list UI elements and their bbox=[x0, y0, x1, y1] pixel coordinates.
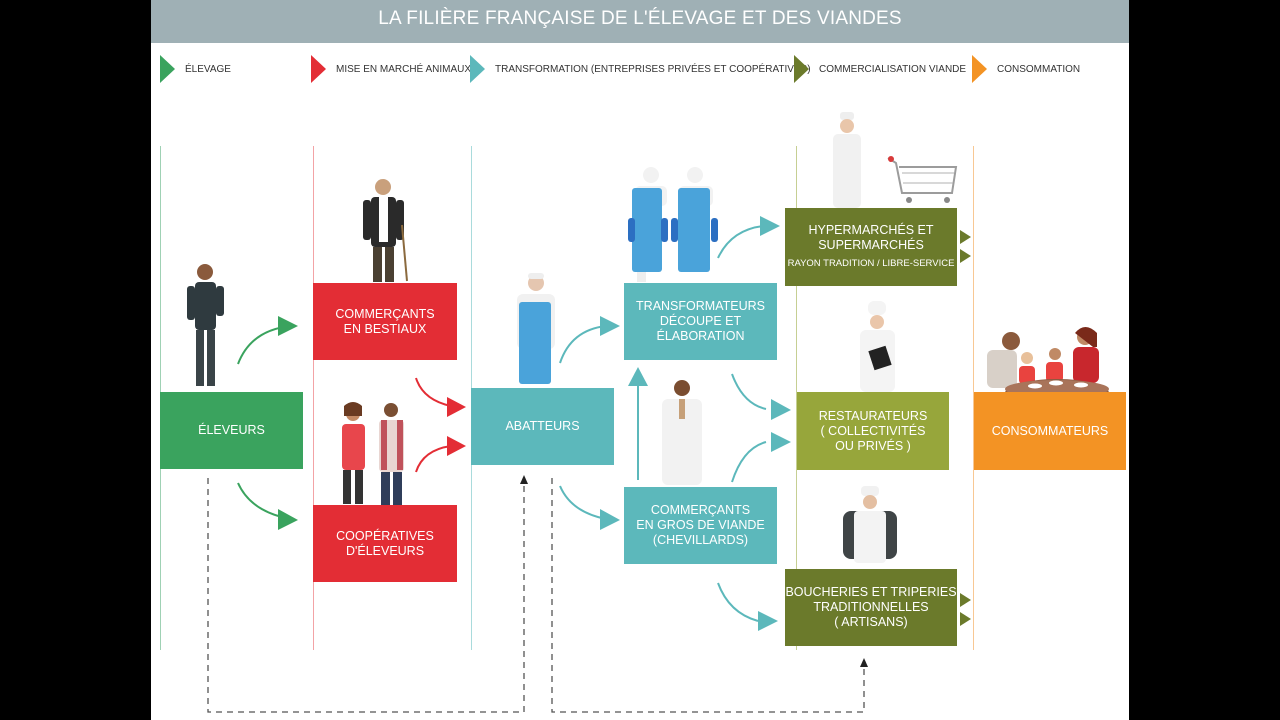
box-line: HYPERMARCHÉS ET bbox=[808, 223, 934, 237]
supermarket-butcher-illustration bbox=[833, 112, 861, 208]
flow-arrow bbox=[559, 485, 607, 520]
box-line: OU PRIVÉS ) bbox=[835, 438, 911, 453]
legend-label: Élevage bbox=[185, 63, 231, 75]
flow-arrow bbox=[415, 377, 452, 407]
column-divider bbox=[313, 146, 314, 650]
small-arrow-icon bbox=[960, 230, 971, 244]
hypermarches-subtitle: RAYON TRADITION / LIBRE-SERVICE bbox=[787, 258, 955, 269]
legend-arrow-icon bbox=[311, 55, 326, 83]
small-arrow-icon bbox=[960, 593, 971, 607]
legend-arrow-icon bbox=[794, 55, 809, 83]
flow-arrow bbox=[731, 441, 767, 483]
eleveurs-box: ÉLEVEURS bbox=[160, 392, 303, 469]
flow-arrow bbox=[415, 445, 452, 473]
box-line: COOPÉRATIVES bbox=[336, 528, 434, 543]
box-line: BOUCHERIES ET TRIPERIES bbox=[785, 585, 957, 599]
legend-label: Mise en marché animaux bbox=[336, 63, 472, 75]
legend-label: Consommation bbox=[997, 63, 1081, 75]
consommateurs-box: CONSOMMATEURS bbox=[974, 392, 1126, 470]
wholesaler-illustration bbox=[662, 380, 702, 485]
legend-arrow-icon bbox=[972, 55, 987, 83]
flow-graphics bbox=[187, 112, 1109, 713]
processing-workers-illustration bbox=[628, 167, 718, 282]
box-line: TRANSFORMATEURS bbox=[636, 299, 765, 313]
flow-arrow bbox=[600, 316, 620, 336]
legend-item-mise-en-marche: Mise en marché animaux bbox=[311, 54, 471, 84]
flow-arrow bbox=[628, 367, 648, 386]
boucheries-box: BOUCHERIES ET TRIPERIES TRADITIONNELLES … bbox=[785, 569, 957, 646]
abatteurs-box: ABATTEURS bbox=[471, 388, 614, 465]
flow-arrow bbox=[600, 509, 620, 530]
legend-item-consommation: Consommation bbox=[972, 54, 1080, 84]
diagram-panel: LA FILIÈRE FRANÇAISE DE L'ÉLEVAGE ET DES… bbox=[151, 0, 1129, 720]
legend-arrow-icon bbox=[160, 55, 175, 83]
flow-arrow bbox=[717, 225, 764, 259]
box-line: SUPERMARCHÉS bbox=[818, 238, 924, 252]
box-line: DÉCOUPE ET bbox=[659, 314, 742, 328]
box-line: (CHEVILLARDS) bbox=[652, 533, 749, 547]
dashed-return-arrow bbox=[520, 475, 528, 484]
consommateurs-label: CONSOMMATEURS bbox=[991, 423, 1109, 438]
abatteurs-label: ABATTEURS bbox=[505, 419, 580, 433]
box-line: EN GROS DE VIANDE bbox=[636, 518, 765, 532]
dashed-return-arrow bbox=[551, 478, 865, 713]
flow-arrow bbox=[760, 216, 780, 236]
flow-arrow bbox=[559, 325, 607, 364]
box-line: EN BESTIAUX bbox=[343, 321, 427, 336]
legend-label: Transformation (entreprises privées et c… bbox=[495, 63, 811, 75]
box-line: RESTAURATEURS bbox=[818, 408, 928, 423]
flow-arrow bbox=[771, 432, 791, 452]
column-divider bbox=[973, 146, 974, 650]
flow-arrow bbox=[278, 509, 298, 530]
legend-item-elevage: Élevage bbox=[160, 54, 231, 84]
restaurateurs-box: RESTAURATEURS ( COLLECTIVITÉS OU PRIVÉS … bbox=[797, 392, 949, 470]
cooperative-farmers-illustration bbox=[342, 402, 404, 505]
eleveurs-label: ÉLEVEURS bbox=[198, 423, 265, 437]
commercants-bestiaux-box: COMMERÇANTS EN BESTIAUX bbox=[313, 283, 457, 360]
small-arrow-icon bbox=[960, 612, 971, 626]
commercants-gros-box: COMMERÇANTS EN GROS DE VIANDE (CHEVILLAR… bbox=[624, 487, 777, 564]
box-line: TRADITIONNELLES bbox=[813, 600, 929, 614]
flow-arrow bbox=[447, 397, 466, 417]
slaughterer-illustration bbox=[517, 273, 555, 384]
hypermarches-box: HYPERMARCHÉS ET SUPERMARCHÉS RAYON TRADI… bbox=[785, 208, 957, 286]
farmer-illustration bbox=[187, 264, 224, 386]
flow-arrow bbox=[717, 582, 759, 622]
small-arrow-icon bbox=[960, 249, 971, 263]
artisan-butcher-illustration bbox=[843, 486, 897, 563]
legend-item-commercialisation: Commercialisation viande bbox=[794, 54, 966, 84]
diagram-title: LA FILIÈRE FRANÇAISE DE L'ÉLEVAGE ET DES… bbox=[151, 0, 1129, 43]
box-line: ( ARTISANS) bbox=[834, 615, 908, 629]
cooperatives-box: COOPÉRATIVES D'ÉLEVEURS bbox=[313, 505, 457, 582]
flow-arrow bbox=[278, 316, 298, 336]
dashed-return-arrow bbox=[207, 478, 525, 713]
legend-arrow-icon bbox=[470, 55, 485, 83]
dashed-return-arrow bbox=[860, 658, 868, 667]
flow-arrow bbox=[447, 436, 466, 456]
legend-label: Commercialisation viande bbox=[819, 63, 967, 75]
legend-item-transformation: Transformation (entreprises privées et c… bbox=[470, 54, 811, 84]
chef-illustration bbox=[860, 301, 895, 392]
box-line: COMMERÇANTS bbox=[650, 503, 751, 517]
column-divider bbox=[796, 146, 797, 650]
box-line: COMMERÇANTS bbox=[335, 306, 435, 321]
box-line: D'ÉLEVEURS bbox=[345, 543, 425, 558]
box-line: ÉLABORATION bbox=[656, 329, 745, 343]
box-line: ( COLLECTIVITÉS bbox=[820, 423, 926, 438]
transformateurs-box: TRANSFORMATEURS DÉCOUPE ET ÉLABORATION bbox=[624, 283, 777, 360]
flow-arrow bbox=[771, 399, 791, 420]
shopping-cart-icon bbox=[887, 156, 958, 203]
flow-arrow bbox=[731, 373, 767, 410]
flow-arrow bbox=[758, 611, 778, 631]
livestock-trader-illustration bbox=[363, 179, 408, 282]
